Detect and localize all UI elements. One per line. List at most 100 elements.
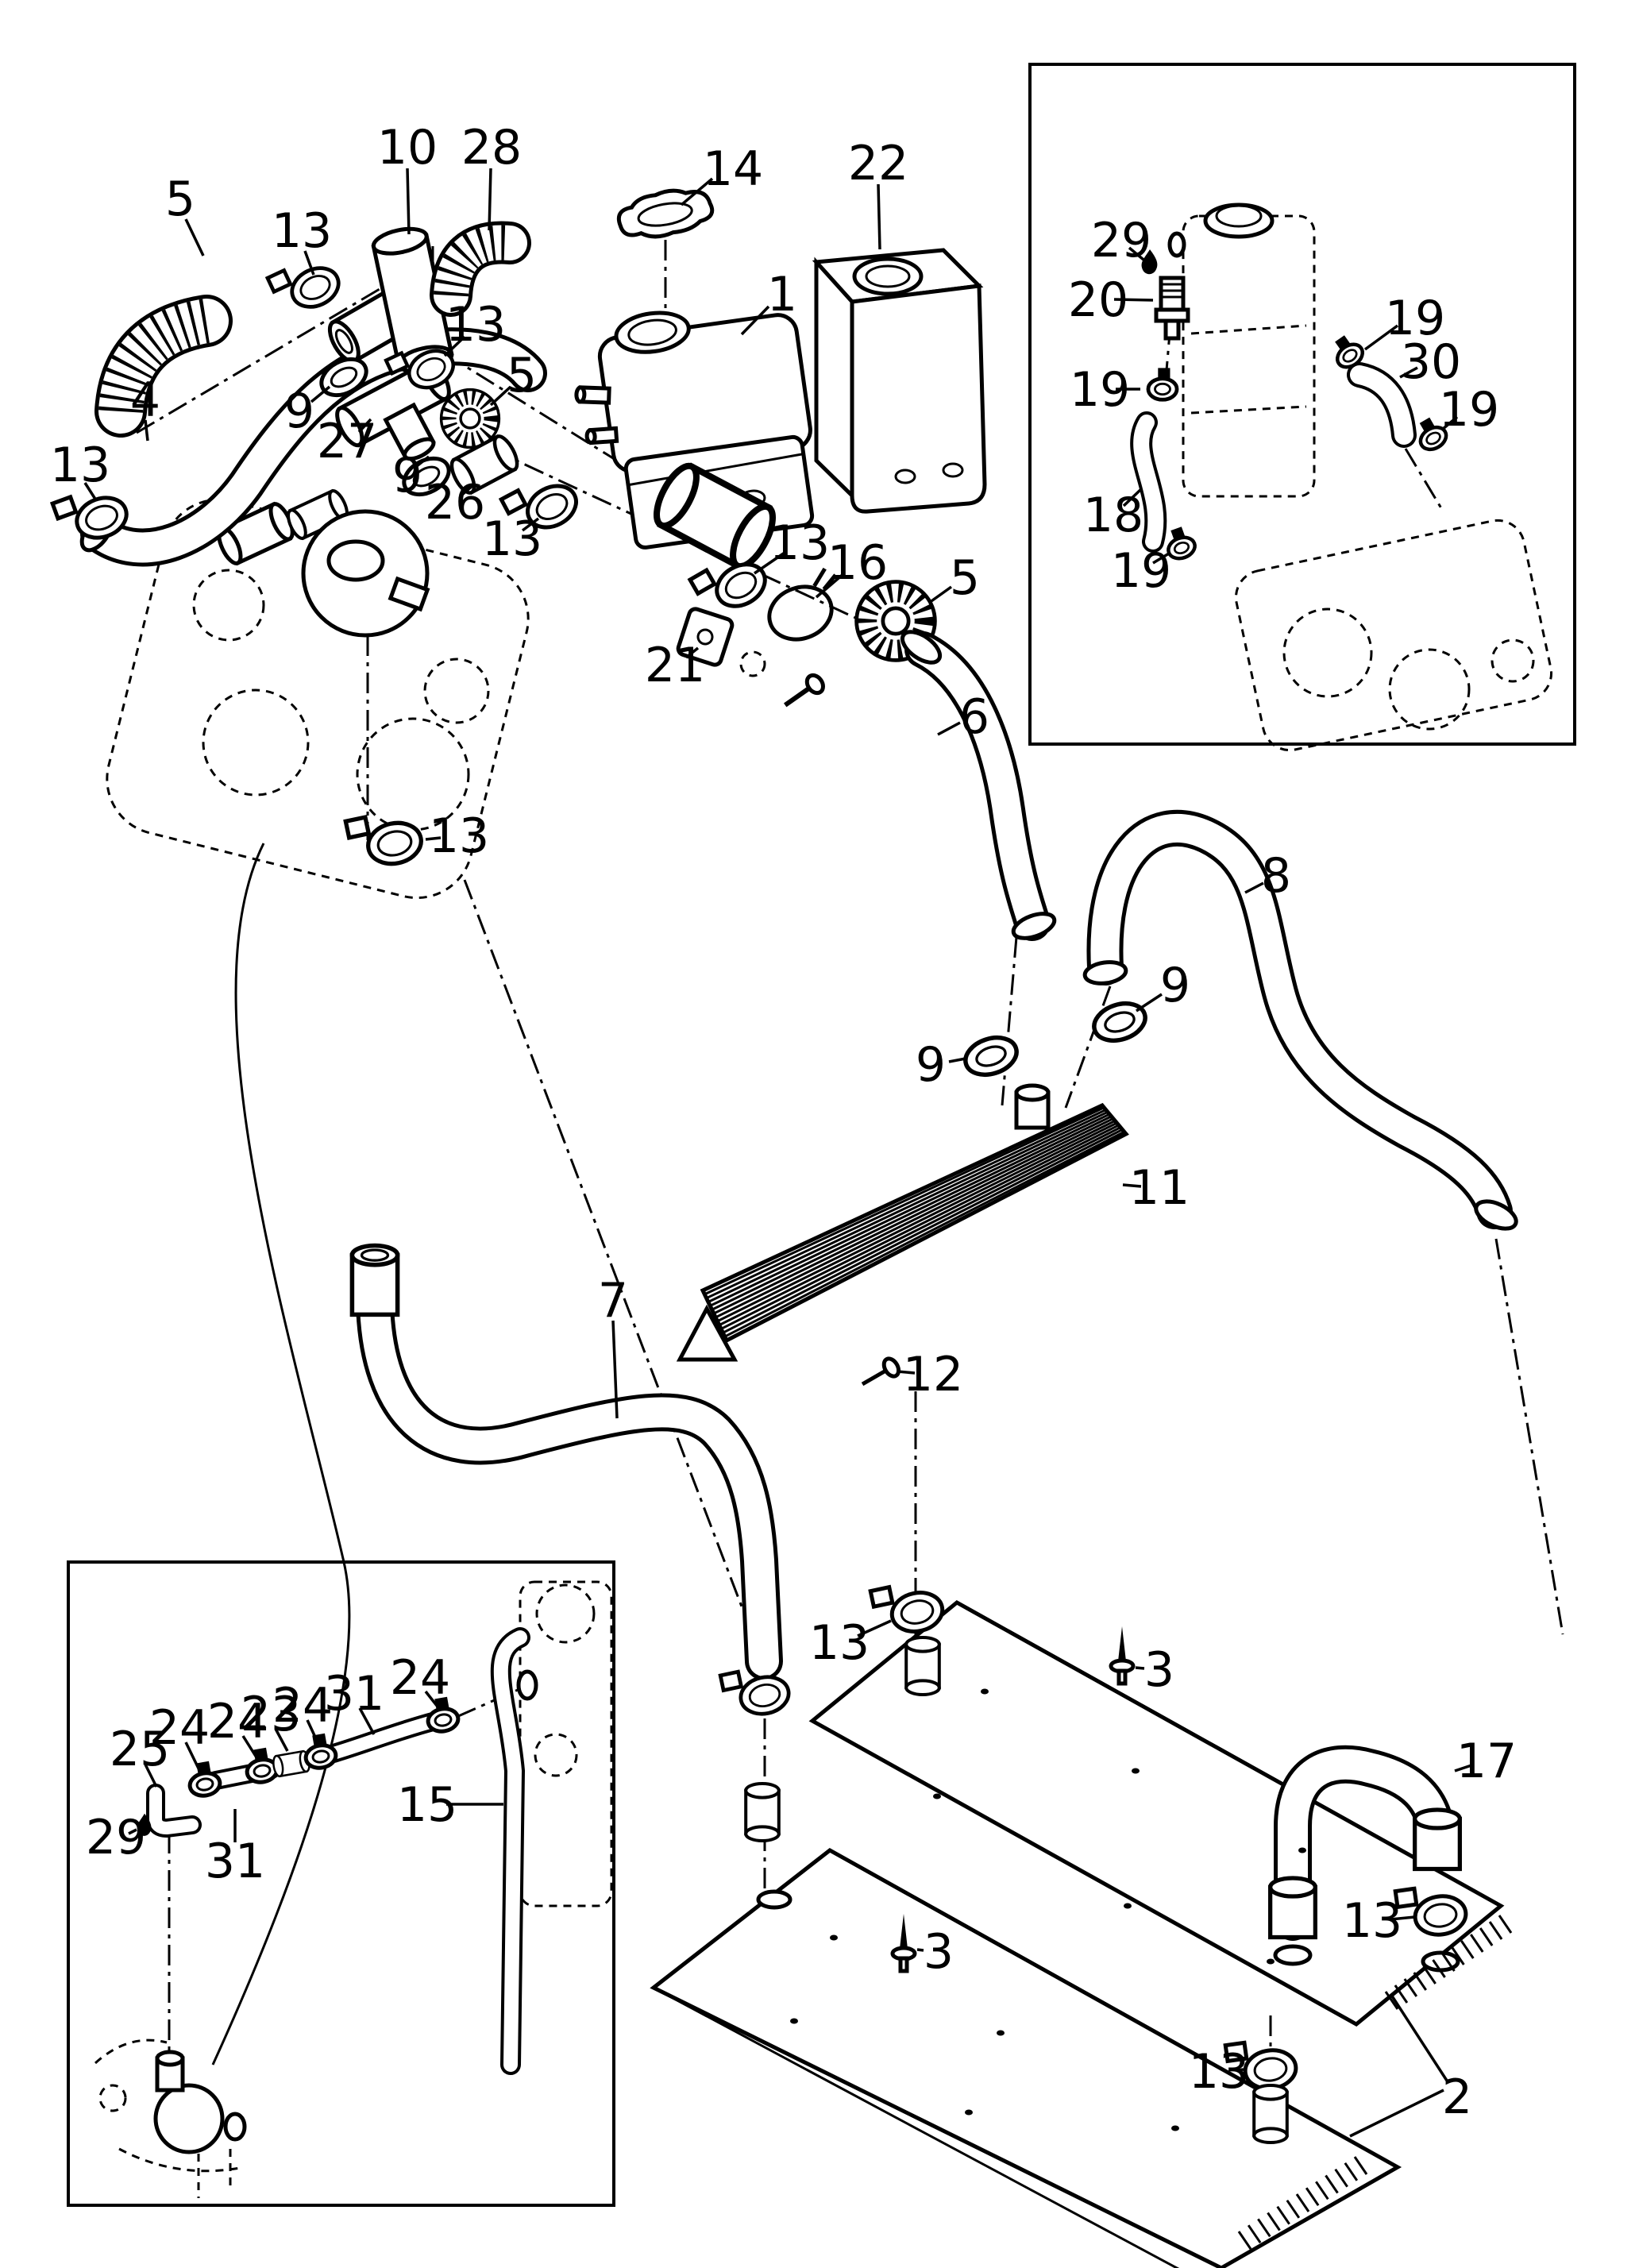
leader-line <box>1136 993 1163 1012</box>
hose-routing-line <box>211 843 351 2066</box>
leader-line <box>310 385 331 403</box>
leader-line <box>184 1742 201 1771</box>
leader-line <box>461 483 476 496</box>
heat-exchanger-plates <box>650 1599 1505 2268</box>
screw <box>783 673 825 708</box>
callout-9: 9 <box>1160 958 1190 1013</box>
leader-line <box>358 1707 376 1735</box>
leader-line <box>1244 881 1264 894</box>
hose-6 <box>900 630 1057 941</box>
callout-26: 26 <box>425 475 485 530</box>
callout-13: 13 <box>482 511 542 567</box>
callout-24: 24 <box>272 1678 333 1734</box>
callout-23: 23 <box>241 1687 301 1742</box>
leader-line <box>1349 2089 1444 2138</box>
callout-19: 19 <box>1385 291 1445 346</box>
callout-24: 24 <box>149 1700 210 1756</box>
leader-line <box>274 1728 289 1752</box>
callout-1: 1 <box>767 267 797 322</box>
inset-bottom-left-content <box>94 1580 613 2198</box>
leader-line <box>144 419 149 442</box>
leader-line <box>128 1828 137 1835</box>
callout-9: 9 <box>916 1037 946 1093</box>
callout-15: 15 <box>397 1777 457 1833</box>
leader-line <box>521 517 540 532</box>
leader-line <box>815 572 846 599</box>
callout-29: 29 <box>1091 213 1151 268</box>
exchanger-port <box>1014 1083 1051 1130</box>
leader-line <box>611 1320 619 1419</box>
leader-line <box>740 305 770 336</box>
leader-line <box>948 1057 966 1063</box>
callout-18: 18 <box>1083 488 1143 543</box>
port-sleeve <box>1254 2085 1287 2143</box>
callout-17: 17 <box>1456 1734 1517 1789</box>
leader-line <box>357 418 372 434</box>
callout-8: 8 <box>1261 848 1291 904</box>
callout-10: 10 <box>377 120 438 176</box>
leader-line <box>184 218 205 256</box>
callout-11: 11 <box>1129 1160 1190 1216</box>
leader-line <box>406 168 411 235</box>
callout-29: 29 <box>86 1810 146 1865</box>
inset-engine-ghost <box>516 1580 613 1907</box>
detail-inset-bottom-left <box>67 1560 615 2207</box>
callout-7: 7 <box>598 1273 628 1329</box>
leader-line <box>1363 324 1399 351</box>
engine-block-ghost <box>106 488 530 900</box>
callout-19: 19 <box>1439 382 1499 438</box>
corrugated-hose-28 <box>430 221 531 317</box>
callout-31: 31 <box>324 1666 384 1722</box>
tank-cap <box>616 188 715 239</box>
callout-13: 13 <box>429 808 489 864</box>
leader-line <box>144 1764 158 1788</box>
callout-13: 13 <box>769 515 830 571</box>
callout-5: 5 <box>507 348 537 403</box>
hose-17 <box>1268 1745 1462 1941</box>
leader-line <box>306 1719 319 1743</box>
callout-3: 3 <box>924 1924 954 1980</box>
leader-line <box>443 335 466 357</box>
inset-frames <box>67 63 1576 2207</box>
water-pump-housing <box>94 2038 247 2198</box>
leader-line <box>1122 1183 1142 1188</box>
leader-line <box>754 551 785 575</box>
callout-2: 2 <box>1442 2069 1472 2125</box>
leader-line <box>685 646 700 659</box>
callout-12: 12 <box>903 1347 963 1402</box>
inset-engine-ghost <box>1234 519 1553 752</box>
callout-19: 19 <box>1111 543 1171 599</box>
port-sleeve <box>746 1784 779 1841</box>
hose-7 <box>349 1243 783 1680</box>
callout-31: 31 <box>205 1834 265 1889</box>
leader-line <box>877 183 881 250</box>
callout-13: 13 <box>272 203 332 259</box>
leader-line <box>1390 1994 1448 2081</box>
tank-filler-neck <box>614 310 691 354</box>
callout-13: 13 <box>445 297 506 353</box>
leader-line <box>680 177 714 206</box>
engine-fitting-cylinder <box>287 488 349 541</box>
bracket-21 <box>676 607 735 667</box>
leader-line <box>425 836 442 841</box>
callout-30: 30 <box>1401 334 1461 390</box>
corrugated-hose-5 <box>94 295 233 438</box>
washer-ghost <box>739 650 766 677</box>
leader-line <box>1128 246 1145 261</box>
callout-4: 4 <box>130 372 160 428</box>
callout-24: 24 <box>390 1650 450 1706</box>
leader-line <box>1440 415 1459 431</box>
fitting-20 <box>1154 276 1190 341</box>
leader-line <box>927 585 953 604</box>
leader-line <box>412 455 430 470</box>
leader-line <box>83 482 98 501</box>
callout-22: 22 <box>848 136 908 191</box>
inset-top-right-content <box>1130 202 1553 752</box>
leader-line <box>1113 298 1154 302</box>
diagram-artwork <box>52 188 1564 2268</box>
callout-21: 21 <box>645 638 705 693</box>
port-sleeve <box>906 1637 939 1695</box>
leader-line <box>241 1735 258 1758</box>
